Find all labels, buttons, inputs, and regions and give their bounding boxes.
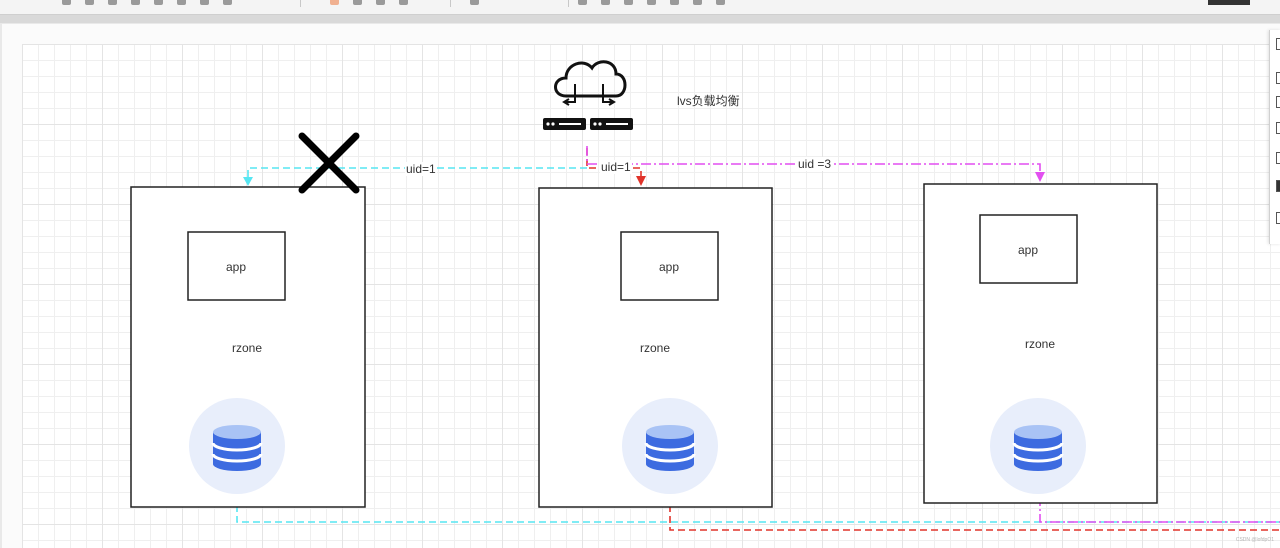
app-box-left[interactable] [187,231,286,301]
toolbar-button[interactable] [376,0,385,5]
toolbar-button[interactable] [578,0,587,5]
app-label-right: app [1018,243,1039,257]
toolbar-button[interactable] [200,0,209,5]
toolbar-group-3 [470,0,479,6]
toolbar-button[interactable] [624,0,633,5]
edge-label-right: uid =3 [796,157,834,171]
database-icon [622,398,718,494]
watermark: CSDN @lofdpO1 [1235,537,1274,543]
toolbar-button[interactable] [223,0,232,5]
panel-icon[interactable] [1276,152,1280,164]
toolbar-separator [568,0,569,7]
format-panel[interactable] [1269,30,1280,244]
edge-label-left: uid=1 [405,162,437,176]
cloud-icon [554,60,627,106]
panel-icon[interactable] [1276,96,1280,108]
toolbar-right-button[interactable] [1208,0,1250,5]
lb-label: lvs负载均衡 [677,94,740,108]
edge-label-middle: uid=1 [600,160,632,174]
toolbar-button[interactable] [670,0,679,5]
toolbar-button[interactable] [693,0,702,5]
editor-toolbar [0,0,1280,15]
toolbar-button[interactable] [131,0,140,5]
panel-icon[interactable] [1276,72,1280,84]
database-icon [189,398,285,494]
toolbar-button[interactable] [330,0,339,5]
toolbar-button[interactable] [85,0,94,5]
toolbar-button[interactable] [470,0,479,5]
panel-icon[interactable] [1276,122,1280,134]
toolbar-button[interactable] [62,0,71,5]
toolbar-button[interactable] [177,0,186,5]
cross-mark-icon [298,132,360,194]
toolbar-button[interactable] [601,0,610,5]
panel-icon[interactable] [1276,180,1280,192]
zone-label-middle: rzone [640,341,671,355]
toolbar-button[interactable] [154,0,163,5]
panel-icon[interactable] [1276,212,1280,224]
app-label-left: app [226,260,247,274]
toolbar-button[interactable] [353,0,362,5]
server-icon [590,118,633,130]
app-box-middle[interactable] [620,231,719,301]
server-icon [543,118,586,130]
panel-icon[interactable] [1276,38,1280,50]
toolbar-separator [300,0,301,7]
database-icon [990,398,1086,494]
app-label-middle: app [659,260,680,274]
toolbar-group-1 [62,0,232,6]
edge-left[interactable] [243,167,587,186]
zone-label-left: rzone [232,341,263,355]
edge-right[interactable] [586,146,1045,182]
app-box-right[interactable] [979,214,1078,284]
toolbar-button[interactable] [108,0,117,5]
toolbar-separator [450,0,451,7]
zone-label-right: rzone [1025,337,1056,351]
sync-line-left[interactable] [236,494,1280,523]
toolbar-button[interactable] [716,0,725,5]
ruler-bar [0,15,1280,23]
toolbar-group-2 [330,0,408,6]
toolbar-button[interactable] [647,0,656,5]
sync-line-right[interactable] [1039,496,1280,523]
toolbar-group-4 [578,0,725,6]
toolbar-button[interactable] [399,0,408,5]
